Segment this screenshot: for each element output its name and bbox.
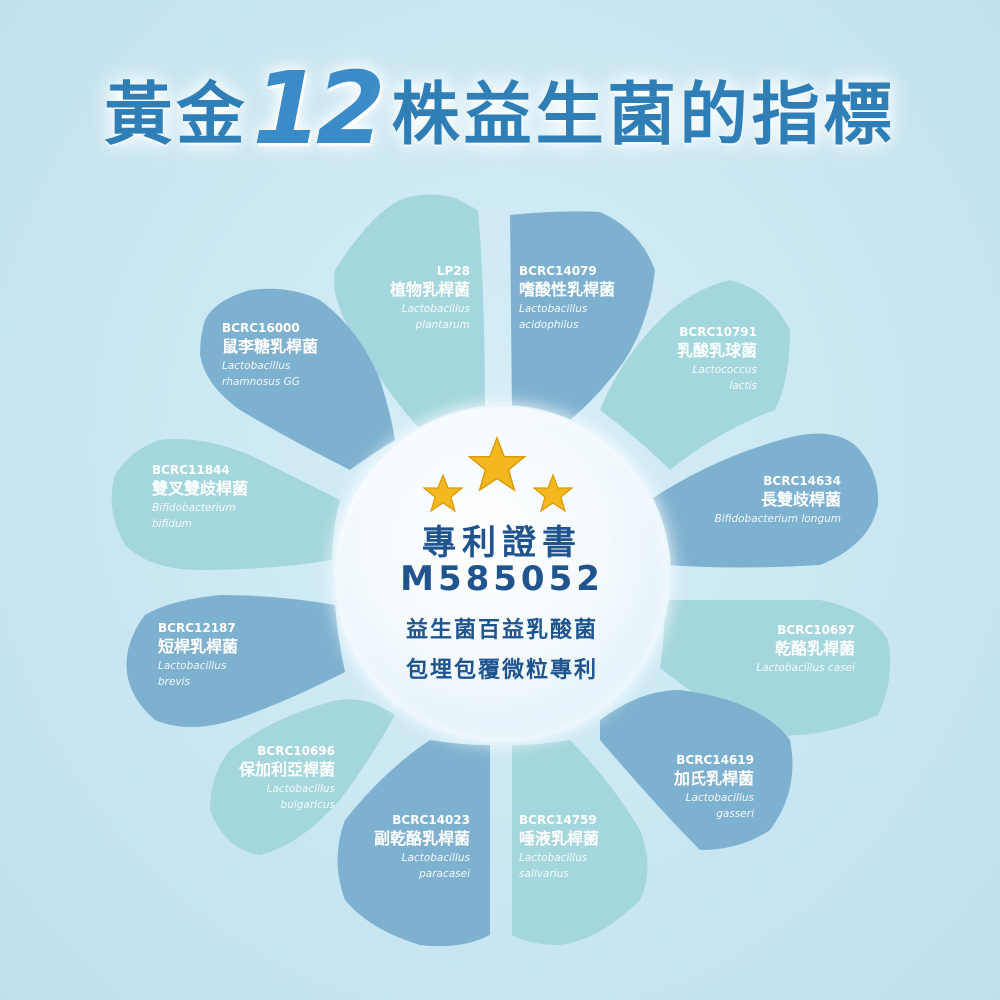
petal-shape-14759 <box>512 740 648 945</box>
strain-card-14634: BCRC14634 長雙歧桿菌 Bifidobacterium longum <box>680 473 841 527</box>
strain-name-zh: 植物乳桿菌 <box>389 280 470 299</box>
strain-card-14079: BCRC14079 嗜酸性乳桿菌 Lactobacillus acidophilu… <box>519 263 644 333</box>
strain-code: LP28 <box>436 264 470 278</box>
petal-shape-14634 <box>650 433 879 568</box>
strain-sci-line2: salivarius <box>519 868 569 880</box>
strain-sci-line1: Lactobacillus <box>401 303 470 315</box>
title-suffix: 株益生菌的指標 <box>391 76 896 155</box>
strain-code: BCRC16000 <box>222 321 300 335</box>
strain-code: BCRC12187 <box>158 621 236 635</box>
strain-code: BCRC10791 <box>679 325 757 339</box>
strain-code: BCRC11844 <box>152 463 230 477</box>
strain-code: BCRC10696 <box>257 744 335 758</box>
strain-code: BCRC14079 <box>519 264 597 278</box>
certificate-line-2: 包埋包覆微粒專利 <box>405 658 598 683</box>
petal-shape-10696 <box>210 699 395 855</box>
strain-name-zh: 加氏乳桿菌 <box>673 769 754 788</box>
petal-shape-12187 <box>126 595 345 728</box>
strain-sci-line2: lactis <box>729 380 757 392</box>
strain-name-zh: 鼠李糖乳桿菌 <box>222 337 319 356</box>
petal-shape-16000 <box>200 288 395 470</box>
strain-sci-line1: Bifidobacterium longum <box>714 513 841 525</box>
petal-shape-14023 <box>337 740 490 947</box>
strain-card-14619: BCRC14619 加氏乳桿菌 Lactobacillus gasseri <box>640 752 754 822</box>
strain-sci-line2: plantarum <box>415 319 470 331</box>
strain-card-16000: BCRC16000 鼠李糖乳桿菌 Lactobacillus rhamnosus … <box>222 320 362 390</box>
strain-sci-line1: Lactobacillus <box>158 660 227 672</box>
strain-code: BCRC14634 <box>763 474 841 488</box>
strain-sci-line2: brevis <box>158 676 191 688</box>
strain-sci-line1: Lactobacillus <box>685 792 754 804</box>
strain-name-zh: 乳酸乳球菌 <box>676 341 757 360</box>
strain-card-12187: BCRC12187 短桿乳桿菌 Lactobacillus brevis <box>158 620 288 690</box>
strain-card-10791: BCRC10791 乳酸乳球菌 Lactococcus lactis <box>640 324 757 394</box>
strain-sci-line2: rhamnosus GG <box>222 376 300 388</box>
strain-name-zh: 長雙歧桿菌 <box>760 490 841 509</box>
star-icon <box>533 473 573 513</box>
strain-card-10697: BCRC10697 乾酪乳桿菌 Lactobacillus casei <box>710 622 855 676</box>
strain-sci-line2: gasseri <box>716 808 754 820</box>
rating-stars <box>335 435 669 527</box>
strain-name-zh: 唾液乳桿菌 <box>519 829 600 848</box>
strain-code: BCRC10697 <box>777 623 855 637</box>
strain-sci-line1: Lactobacillus <box>519 303 588 315</box>
strain-name-zh: 雙叉雙歧桿菌 <box>152 479 249 498</box>
petal-shape-10791 <box>600 280 790 470</box>
petal-shape-lp28 <box>334 194 485 440</box>
strain-card-11844: BCRC11844 雙叉雙歧桿菌 Bifidobacterium bifidum <box>152 462 292 532</box>
petal-shape-14079 <box>510 211 655 420</box>
strain-sci-line1: Lactobacillus <box>222 360 291 372</box>
strain-name-zh: 保加利亞桿菌 <box>238 760 335 779</box>
certificate-number: M585052 <box>400 559 604 599</box>
strain-code: BCRC14619 <box>676 753 754 767</box>
title-prefix: 黃金 <box>104 76 249 155</box>
strain-code: BCRC14023 <box>392 813 470 827</box>
strain-sci-line1: Lactococcus <box>692 364 757 376</box>
strain-sci-line2: paracasei <box>419 868 470 880</box>
title-number: 12 <box>252 50 385 167</box>
strain-name-zh: 副乾酪乳桿菌 <box>373 829 470 848</box>
strain-card-lp28: LP28 植物乳桿菌 Lactobacillus plantarum <box>355 263 470 333</box>
strain-card-14023: BCRC14023 副乾酪乳桿菌 Lactobacillus paracasei <box>350 812 470 882</box>
strain-card-10696: BCRC10696 保加利亞桿菌 Lactobacillus bulgaricus <box>215 743 335 813</box>
strain-sci-line1: Lactobacillus <box>401 852 470 864</box>
strain-sci-line1: Lactobacillus <box>266 783 335 795</box>
strain-sci-line2: bulgaricus <box>280 799 335 811</box>
patent-certificate-circle: 專利證書 M585052 益生菌百益乳酸菌 包埋包覆微粒專利 <box>333 405 671 743</box>
strain-sci-line1: Lactobacillus <box>519 852 588 864</box>
strain-sci-line1: Lactobacillus casei <box>756 662 855 674</box>
strain-name-zh: 短桿乳桿菌 <box>158 637 239 656</box>
star-icon <box>468 435 526 492</box>
certificate-line-1: 益生菌百益乳酸菌 <box>405 618 598 643</box>
petal-shape-11844 <box>111 439 341 570</box>
star-icon <box>423 473 463 513</box>
strain-name-zh: 嗜酸性乳桿菌 <box>519 280 616 299</box>
certificate-title: 專利證書 <box>422 523 582 563</box>
strain-code: BCRC14759 <box>519 813 597 827</box>
strain-sci-line2: bifidum <box>152 518 192 530</box>
strain-sci-line2: acidophilus <box>519 319 579 331</box>
strain-card-14759: BCRC14759 唾液乳桿菌 Lactobacillus salivarius <box>519 812 639 882</box>
petal-shape-14619 <box>600 690 793 850</box>
strain-sci-line1: Bifidobacterium <box>152 502 236 514</box>
strain-name-zh: 乾酪乳桿菌 <box>774 639 855 658</box>
